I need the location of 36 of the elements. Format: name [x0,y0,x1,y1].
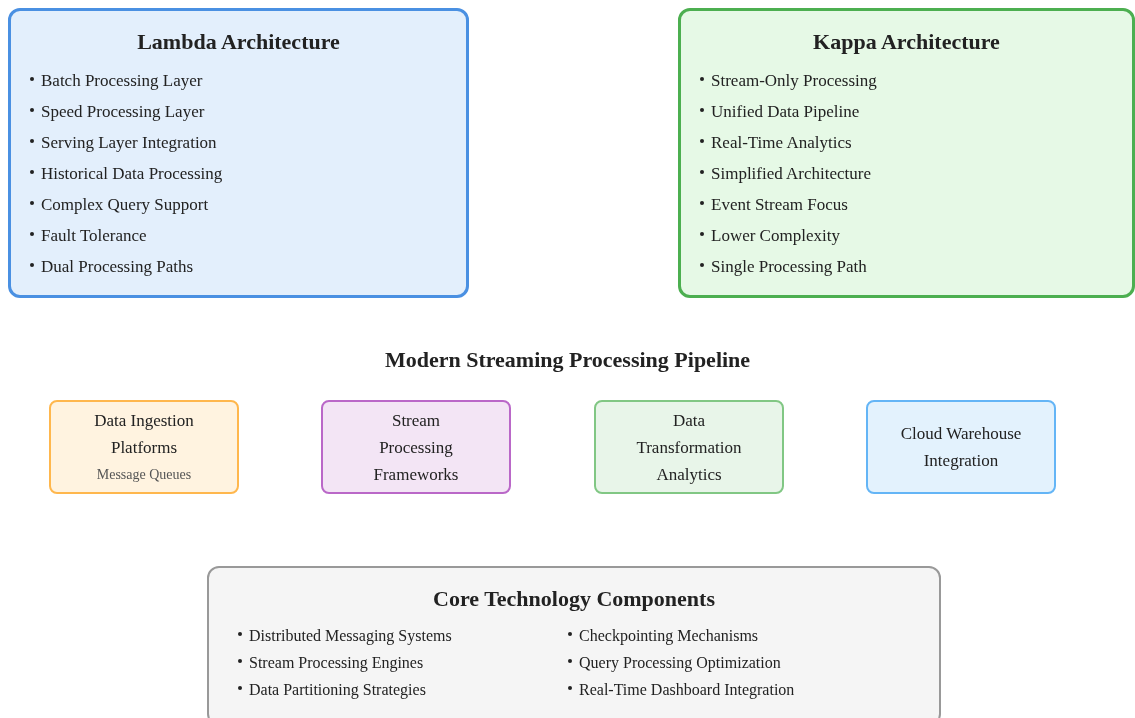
box-label: Stream Processing Frameworks [372,409,460,486]
bullet-item: Event Stream Focus [711,195,848,214]
bullet-item: Complex Query Support [41,195,209,214]
card-heading: Kappa Architecture [812,29,1001,55]
bullet-item: Checkpointing Mechanisms [579,627,759,644]
pipeline-box [866,400,1056,494]
box-label: Cloud Warehouse Integration [899,423,1023,472]
bullet-item: Stream Processing Engines [249,654,424,671]
bullet-item: Serving Layer Integration [41,133,217,152]
bullet-item: Real-Time Dashboard Integration [579,681,795,698]
box-label: Data Transformation Analytics [635,409,743,486]
pipeline-box [49,400,239,494]
bullet-item: Query Processing Optimization [579,654,781,671]
bullet-item: Unified Data Pipeline [711,102,860,121]
bullet-item: Fault Tolerance [41,226,147,245]
bullet-item: Simplified Architecture [711,164,872,183]
architecture-card [8,8,469,298]
components-card [207,566,941,718]
card-heading: Core Technology Components [432,586,716,612]
bullet-item: Historical Data Processing [41,164,223,183]
card-heading: Lambda Architecture [136,29,341,55]
bullet-item: Lower Complexity [711,226,840,245]
architecture-card [678,8,1135,298]
bullet-item: Distributed Messaging Systems [249,627,452,644]
section-heading: Modern Streaming Processing Pipeline [383,347,752,373]
bullet-item: Batch Processing Layer [41,71,203,90]
box-label: Data Ingestion Platforms [93,409,195,459]
pipeline-box [321,400,511,494]
box-sublabel: Message Queues [95,465,193,484]
pipeline-box [594,400,784,494]
bullet-item: Stream-Only Processing [711,71,877,90]
bullet-item: Single Processing Path [711,257,867,276]
bullet-item: Speed Processing Layer [41,102,205,121]
bullet-item: Data Partitioning Strategies [249,681,426,698]
bullet-item: Real-Time Analytics [711,133,852,152]
bullet-item: Dual Processing Paths [41,257,194,276]
